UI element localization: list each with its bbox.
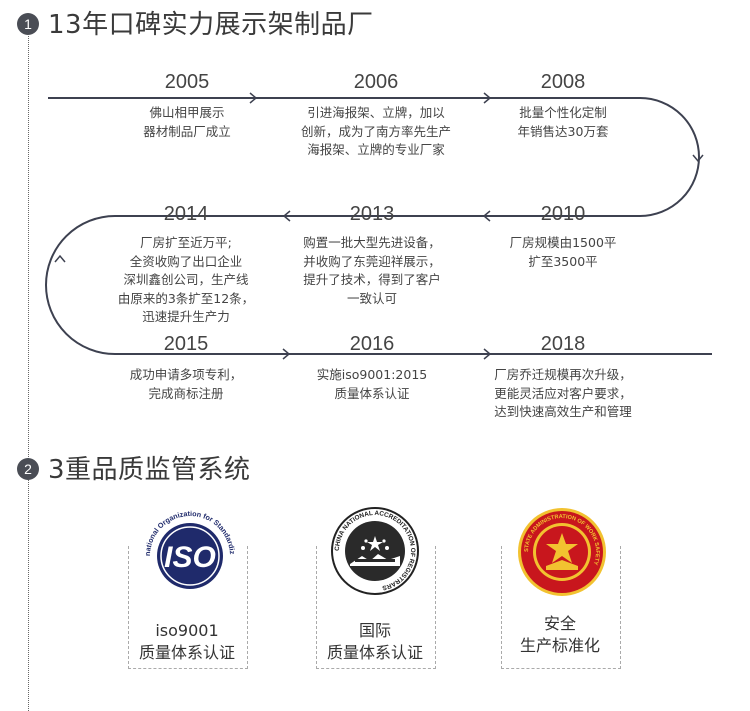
safety-seal-icon: STATE ADMINISTRATION OF WORK SAFETY [518,508,606,596]
timeline-year: 2010 [540,203,586,225]
cert-label: 国际 质量体系认证 [326,621,423,662]
timeline-description: 实施iso9001:2015 质量体系认证 [316,367,428,401]
timeline-description: 购置一批大型先进设备， 并收购了东莞迎祥展示， 提升了技术，得到了客户 一致认可 [303,235,441,306]
timeline-description: 厂房乔迁规模再次升级， 更能灵活应对客户要求， 达到快速高效生产和管理 [494,367,632,419]
timeline-year: 2013 [349,203,395,225]
left-dotted-guide [28,36,29,711]
section-number-badge: 2 [17,458,39,480]
timeline-year: 2016 [349,333,395,355]
timeline-description: 批量个性化定制 年销售达30万套 [517,105,609,139]
timeline-year: 2018 [540,333,586,355]
timeline-description: 成功申请多项专利， 完成商标注册 [129,367,243,401]
timeline-year: 2015 [163,333,209,355]
svg-text:ISO: ISO [164,541,216,574]
section-title: 3重品质监管系统 [48,455,251,485]
iso-logo-icon: ISO International Organization for Stand… [138,506,237,589]
timeline-description: 厂房规模由1500平 扩至3500平 [509,235,617,269]
timeline-year: 2006 [353,71,399,93]
timeline-arrows [54,92,704,360]
timeline-description: 佛山相甲展示 器材制品厂成立 [143,105,231,139]
timeline-year: 2008 [540,71,586,93]
cert-label: 安全 生产标准化 [519,614,600,655]
section-title: 13年口碑实力展示架制品厂 [48,10,374,40]
timeline-description: 厂房扩至近万平; 全资收购了出口企业 深圳鑫创公司，生产线 由原来的3条扩至12… [117,235,255,324]
section-number-badge: 1 [17,13,39,35]
cert-label: iso9001 质量体系认证 [138,621,235,662]
timeline-description: 引进海报架、立牌，加以 创新，成为了南方率先生产 海报架、立牌的专业厂家 [300,105,451,157]
cnas-seal-icon: CHINA NATIONAL ACCREDITATION OF REGISTRA… [331,507,419,595]
timeline-year: 2005 [164,71,210,93]
timeline-year: 2014 [163,203,209,225]
